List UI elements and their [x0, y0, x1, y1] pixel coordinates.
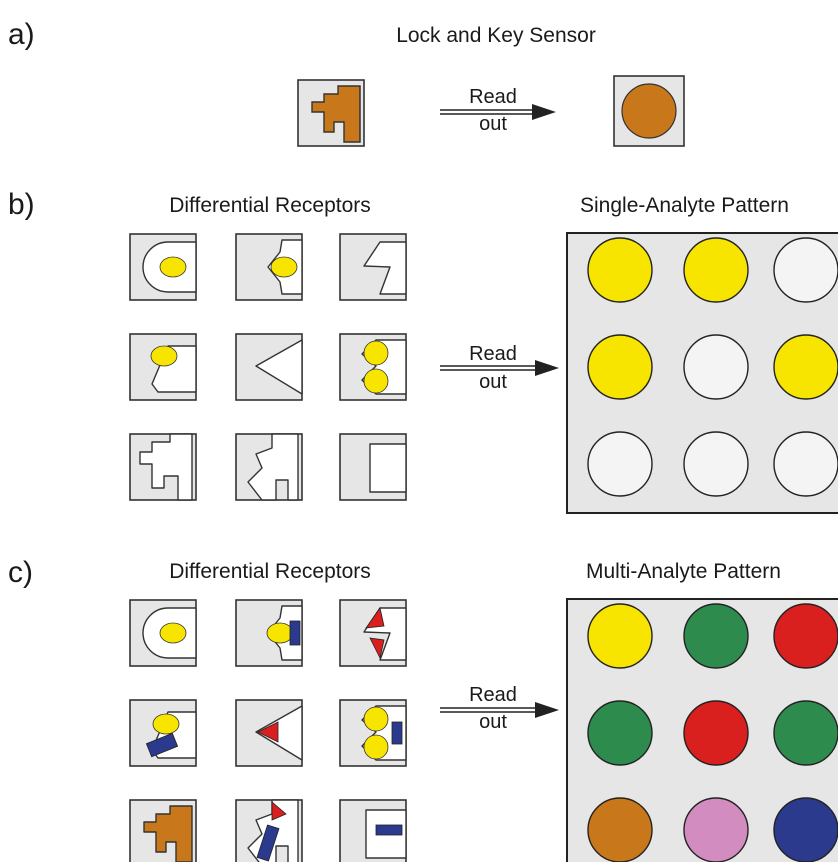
receptor-c8: [235, 799, 303, 862]
blue-analyte: [375, 824, 403, 836]
yellow-analyte: [266, 622, 294, 644]
pattern-c-dot-1: [587, 603, 653, 669]
blue-analyte: [256, 824, 280, 862]
receptor-c6: [339, 699, 407, 767]
readout-out-c: out: [479, 711, 507, 733]
blue-analyte: [145, 732, 179, 758]
pattern-c-dot-3: [773, 603, 838, 669]
readout-arrow-c: Read out: [440, 684, 559, 733]
readout-read-c: Read: [469, 684, 517, 706]
blue-analyte: [391, 721, 403, 745]
receptor-c4: [129, 699, 197, 767]
single-analyte-pattern: [566, 232, 838, 514]
panel-c-letter: c): [8, 556, 33, 589]
lock-result: [613, 75, 685, 147]
receptor-b3: [339, 233, 407, 301]
pattern-c-dot-2: [683, 603, 749, 669]
red-analyte: [271, 801, 287, 821]
pattern-c-dot-6: [773, 700, 838, 766]
readout-arrow-a: Read out: [440, 86, 556, 135]
pattern-b-dot-1: [587, 237, 653, 303]
lock-key-title: Lock and Key Sensor: [396, 24, 596, 47]
readout-out-b: out: [479, 371, 507, 393]
receptors-title-c: Differential Receptors: [169, 560, 371, 583]
pattern-c-dot-7: [587, 797, 653, 862]
red-analyte: [369, 637, 385, 660]
receptor-b2: [235, 233, 303, 301]
brown-signal-dot: [621, 83, 677, 139]
pattern-title-c: Multi-Analyte Pattern: [586, 560, 781, 583]
receptor-c2: [235, 599, 303, 667]
multi-analyte-pattern: [566, 598, 838, 862]
panel-b-letter: b): [8, 188, 35, 221]
receptor-b6: [339, 333, 407, 401]
brown-key-analyte: [143, 805, 193, 862]
pattern-b-dot-8: [683, 431, 749, 497]
red-analyte: [365, 607, 385, 629]
yellow-analyte: [363, 734, 389, 760]
receptor-c3: [339, 599, 407, 667]
blue-analyte: [289, 620, 301, 646]
receptor-c5: [235, 699, 303, 767]
yellow-analyte: [150, 345, 178, 367]
receptor-c9: [339, 799, 407, 862]
pattern-b-dot-5: [683, 334, 749, 400]
receptor-b5: [235, 333, 303, 401]
yellow-analyte: [363, 706, 389, 732]
lock-receptor: [297, 79, 365, 147]
pattern-c-dot-9: [773, 797, 838, 862]
receptor-c1: [129, 599, 197, 667]
pattern-c-dot-5: [683, 700, 749, 766]
pattern-b-dot-6: [773, 334, 838, 400]
pattern-b-dot-4: [587, 334, 653, 400]
yellow-analyte: [363, 368, 389, 394]
panel-a: a) Lock and Key Sensor Read out: [8, 18, 685, 147]
yellow-analyte: [152, 713, 180, 735]
readout-out-a: out: [479, 113, 507, 135]
pattern-c-dot-4: [587, 700, 653, 766]
panel-b: b) Differential Receptors Single-Analyte…: [8, 188, 838, 514]
pattern-b-dot-7: [587, 431, 653, 497]
receptor-b8: [235, 433, 303, 501]
brown-key-analyte: [311, 85, 361, 143]
yellow-analyte: [270, 256, 298, 278]
receptor-b7: [129, 433, 197, 501]
yellow-analyte: [363, 340, 389, 366]
red-analyte: [257, 721, 279, 743]
panel-c: c) Differential Receptors Multi-Analyte …: [8, 556, 838, 862]
receptor-c7: [129, 799, 197, 862]
pattern-b-dot-3: [773, 237, 838, 303]
yellow-analyte: [159, 256, 187, 278]
readout-read-b: Read: [469, 343, 517, 365]
receptors-title-b: Differential Receptors: [169, 194, 371, 217]
receptor-b4: [129, 333, 197, 401]
panel-a-letter: a): [8, 18, 35, 51]
pattern-b-dot-2: [683, 237, 749, 303]
receptor-b9: [339, 433, 407, 501]
readout-read-a: Read: [469, 86, 517, 108]
pattern-c-dot-8: [683, 797, 749, 862]
pattern-title-b: Single-Analyte Pattern: [580, 194, 789, 217]
pattern-b-dot-9: [773, 431, 838, 497]
yellow-analyte: [159, 622, 187, 644]
receptor-b1: [129, 233, 197, 301]
readout-arrow-b: Read out: [440, 343, 559, 393]
